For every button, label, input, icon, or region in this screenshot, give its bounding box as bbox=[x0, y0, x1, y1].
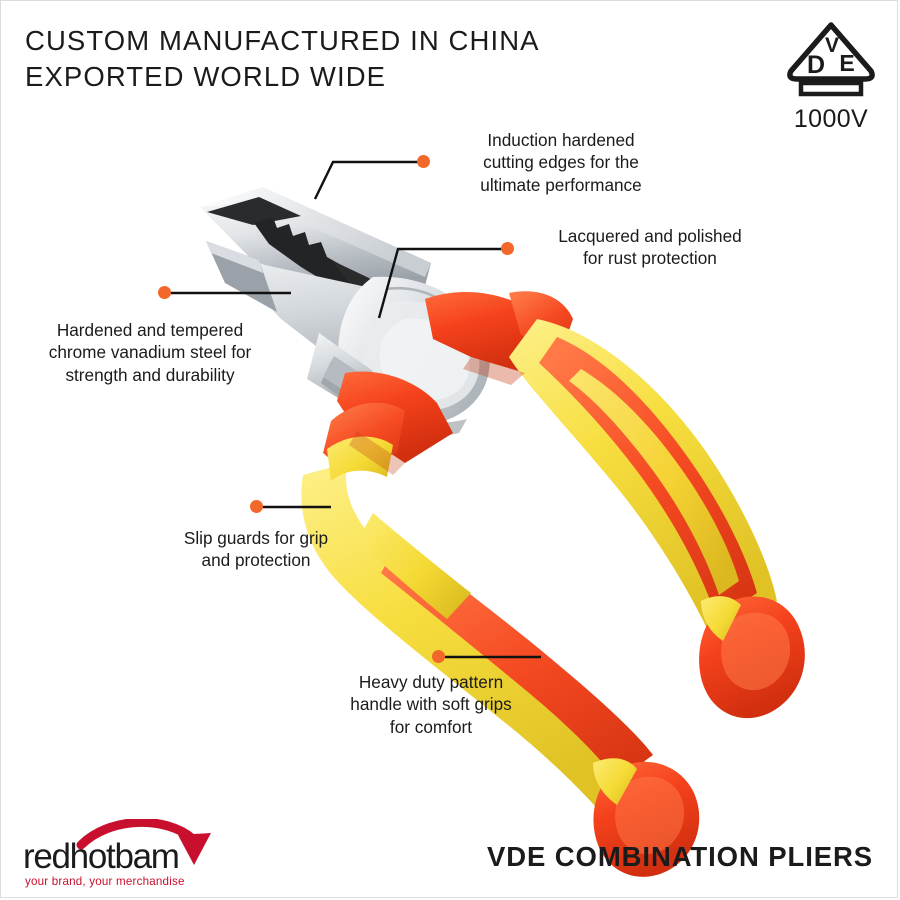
callout-dot-lacquered-polished bbox=[501, 242, 514, 255]
brand-tagline: your brand, your merchandise bbox=[25, 875, 185, 888]
callout-text-heavy-duty-handle: Heavy duty pattern handle with soft grip… bbox=[350, 672, 512, 737]
callout-text-induction-hardened: Induction hardened cutting edges for the… bbox=[480, 130, 642, 195]
callout-dot-slip-guards bbox=[250, 500, 263, 513]
vde-letter-d: D bbox=[807, 51, 825, 79]
callout-induction-hardened: Induction hardened cutting edges for the… bbox=[441, 129, 681, 196]
callout-heavy-duty-handle: Heavy duty pattern handle with soft grip… bbox=[321, 671, 541, 738]
leader-line-slip-guards bbox=[261, 501, 341, 523]
callout-text-slip-guards: Slip guards for grip and protection bbox=[183, 528, 329, 571]
callout-slip-guards: Slip guards for grip and protection bbox=[151, 527, 361, 572]
callout-text-lacquered-polished: Lacquered and polished for rust protecti… bbox=[558, 226, 742, 269]
brand-wordmark: redhotbam bbox=[23, 837, 180, 876]
callout-lacquered-polished: Lacquered and polished for rust protecti… bbox=[525, 225, 775, 270]
vde-certification-badge: V D E 1000V bbox=[783, 19, 879, 135]
leader-line-lacquered-polished bbox=[371, 226, 531, 336]
header-line-2: EXPORTED WORLD WIDE bbox=[25, 61, 387, 93]
header-text: CUSTOM MANUFACTURED IN CHINA EXPORTED WO… bbox=[25, 23, 540, 96]
callout-dot-induction-hardened bbox=[417, 155, 430, 168]
callout-dot-heavy-duty-handle bbox=[432, 650, 445, 663]
callout-hardened-tempered: Hardened and tempered chrome vanadium st… bbox=[15, 319, 285, 386]
vde-logo-icon: V D E bbox=[787, 22, 875, 97]
product-title: VDE COMBINATION PLIERS bbox=[487, 841, 873, 872]
vde-voltage-rating: 1000V bbox=[793, 105, 869, 133]
header-line-1: CUSTOM MANUFACTURED IN CHINA bbox=[25, 25, 540, 56]
leader-line-hardened-tempered bbox=[169, 287, 309, 309]
leader-line-heavy-duty-handle bbox=[443, 651, 553, 673]
leader-line-induction-hardened bbox=[311, 141, 471, 271]
vde-letter-e: E bbox=[839, 50, 854, 76]
brand-arrow-icon bbox=[76, 819, 211, 865]
brand-logo[interactable]: redhotbam your brand, your merchandise bbox=[23, 819, 238, 888]
callout-text-hardened-tempered: Hardened and tempered chrome vanadium st… bbox=[48, 320, 252, 385]
vde-letter-v: V bbox=[825, 34, 839, 57]
callout-dot-hardened-tempered bbox=[158, 286, 171, 299]
